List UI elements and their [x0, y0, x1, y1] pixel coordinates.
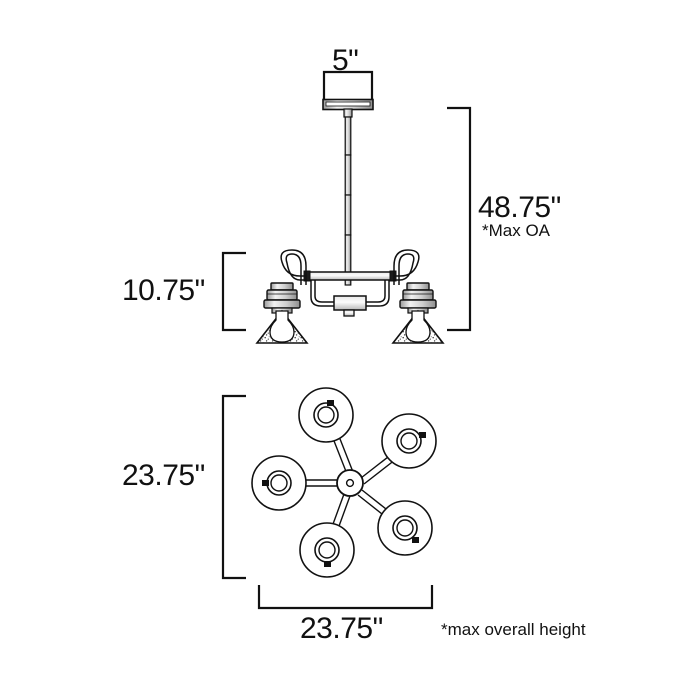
- plan-shade-upper-right: [381, 413, 437, 469]
- dimension-label-overall-height-group: 48.75" *Max OA: [478, 192, 561, 239]
- plan-shade-lower-left: [299, 522, 355, 578]
- plan-center-hub: [336, 469, 364, 497]
- center-body: [303, 270, 397, 317]
- plan-shade-left: [251, 455, 307, 511]
- lamp-right: [391, 282, 445, 344]
- dimension-label-canopy-width: 5": [332, 44, 359, 77]
- plan-shade-top: [298, 387, 354, 443]
- footnote-max-overall-height: *max overall height: [441, 620, 586, 639]
- stem: [343, 108, 353, 286]
- plan-shade-lower-right: [377, 500, 433, 556]
- dimension-qualifier-max-oa: *Max OA: [482, 220, 551, 240]
- dimension-bracket-overall-height: [447, 106, 472, 332]
- canopy: [322, 98, 374, 111]
- dimension-label-overall-height: 48.75": [478, 191, 561, 224]
- dimension-label-body-height: 10.75": [122, 274, 205, 307]
- dimension-label-plan-width: 23.75": [300, 612, 383, 645]
- plan-view: [251, 387, 437, 578]
- dimension-label-plan-height: 23.75": [122, 459, 205, 492]
- dimension-bracket-plan-width: [257, 585, 434, 610]
- dimension-bracket-body-height: [221, 251, 246, 332]
- lamp-left: [255, 282, 309, 344]
- arm-right: [393, 249, 420, 285]
- elevation-view: [255, 98, 445, 344]
- dimension-bracket-plan-height: [221, 394, 246, 580]
- arm-left: [280, 249, 307, 285]
- dimension-bracket-canopy-width: [322, 70, 374, 100]
